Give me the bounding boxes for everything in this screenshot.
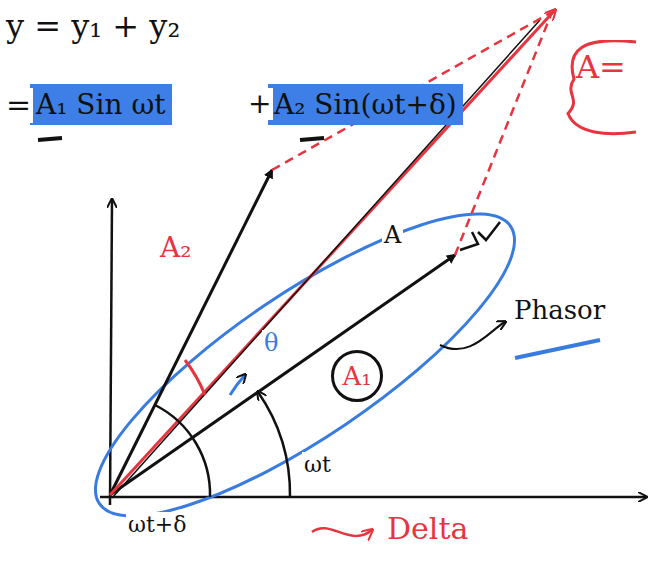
speech-bubble: A=	[562, 40, 638, 138]
equals-sign: =	[4, 88, 33, 123]
angle-label: ωt+δ	[126, 512, 188, 537]
note-text: Delta	[385, 512, 470, 547]
resultant-label: A	[382, 222, 403, 250]
angle-label: ωt	[302, 452, 333, 477]
phasor-label: A₂	[158, 232, 193, 264]
node-text: A₁	[342, 361, 371, 391]
angle-label: θ	[262, 330, 280, 358]
highlight-band: A₂ Sin(ωt+δ)	[268, 84, 463, 125]
highlight-band: A₁ Sin ωt	[30, 84, 172, 125]
node-text: A=	[576, 48, 626, 86]
node-text: A₂ Sin(ωt+δ)	[274, 88, 457, 121]
note-text: Phasor	[512, 296, 607, 326]
circled-label: A₁	[331, 350, 383, 402]
equation-text: y = y₁ + y₂	[4, 8, 182, 45]
plus-sign: +	[246, 88, 273, 120]
node-text: A₁ Sin ωt	[36, 88, 166, 121]
